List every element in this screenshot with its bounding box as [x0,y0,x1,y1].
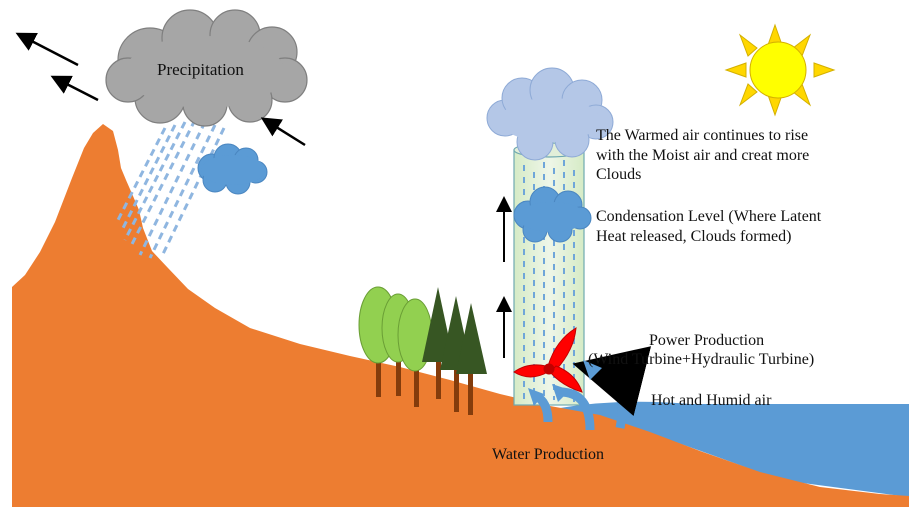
condensation-line-2: Heat released, Clouds formed) [596,227,792,245]
rising-air-line-3: Clouds [596,166,642,184]
rain-streaks [116,119,226,259]
sea [560,401,909,497]
ground-mountain [12,124,909,507]
power-production-detail: (Wind Turbine+Hydraulic Turbine) [588,351,815,368]
condensation-cloud-icon [513,186,592,243]
water-production-label: Water Production [492,446,605,463]
rising-air-label: The Warmed air continues to rise with th… [596,126,809,185]
wind-arrows [15,32,306,147]
precipitation-label: Precipitation [157,60,244,79]
power-production-label: Power Production [649,332,765,349]
cloud-icon [197,143,268,195]
rising-air-line-1: The Warmed air continues to rise [596,127,809,144]
wind-turbine-icon [513,327,583,393]
round-tree-icon [358,286,433,407]
condensation-line-1: Condensation Level (Where Latent [596,208,822,225]
top-cloud-icon [486,67,614,161]
humid-air-arrowheads [528,360,602,406]
rising-air-line-2: with the Moist air and creat more [596,146,810,164]
condensation-label: Condensation Level (Where Latent Heat re… [596,207,821,246]
pine-tree-icon [422,287,487,415]
hot-humid-air-label: Hot and Humid air [651,392,772,409]
sun-icon [724,23,836,117]
rain-cloud-icon [105,9,308,127]
